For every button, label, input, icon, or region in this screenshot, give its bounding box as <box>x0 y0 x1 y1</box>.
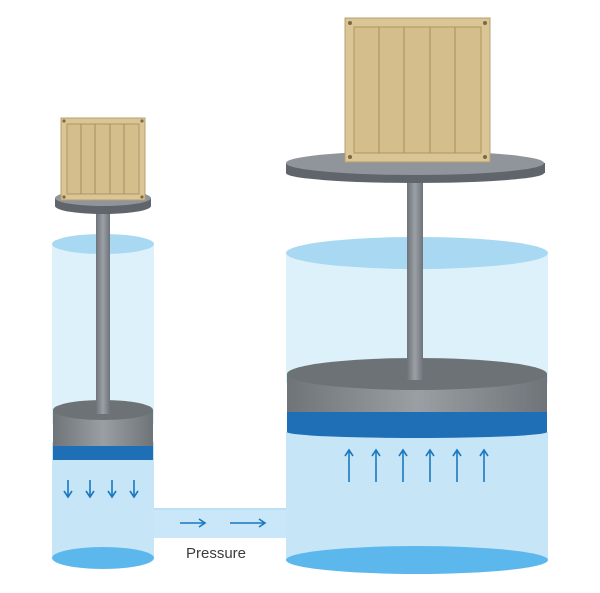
down-arrow-icon <box>63 480 73 499</box>
small-piston <box>53 400 153 460</box>
up-arrow-icon <box>371 448 381 482</box>
up-arrow-icon <box>479 448 489 482</box>
up-arrow-icon <box>398 448 408 482</box>
large-cylinder-up-arrows <box>344 448 489 482</box>
small-crate <box>60 117 146 201</box>
pressure-label: Pressure <box>186 545 246 562</box>
up-arrow-icon <box>344 448 354 482</box>
down-arrow-icon <box>129 480 139 499</box>
small-cylinder-down-arrows <box>63 480 139 499</box>
pipe-right-arrows <box>180 518 267 528</box>
up-arrow-icon <box>425 448 435 482</box>
up-arrow-icon <box>452 448 462 482</box>
large-piston-rod <box>407 170 423 380</box>
down-arrow-icon <box>107 480 117 499</box>
large-crate <box>344 17 491 163</box>
small-piston-rod <box>96 200 110 414</box>
right-arrow-icon <box>230 518 267 528</box>
right-arrow-icon <box>180 518 207 528</box>
down-arrow-icon <box>85 480 95 499</box>
connecting-pipe <box>152 508 288 538</box>
